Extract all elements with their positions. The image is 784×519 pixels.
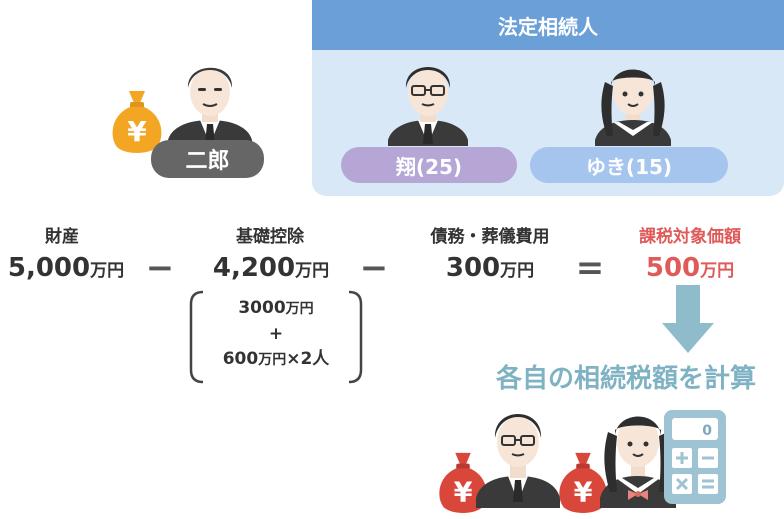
assets-amount: 5,000万円 — [0, 253, 132, 283]
yen-symbol: ¥ — [574, 477, 593, 508]
deduction-unit: 万円 — [295, 261, 330, 281]
deduction-value: 4,200 — [212, 253, 296, 283]
debts-amount: 300万円 — [420, 253, 560, 283]
heir-man-icon — [388, 67, 468, 146]
breakdown-bracket — [189, 290, 363, 384]
money-bag-icon: ¥ — [439, 452, 487, 513]
debts-label: 債務・葬儀費用 — [430, 227, 550, 247]
yen-symbol: ¥ — [454, 477, 473, 508]
breakdown-per-heir-value: 600 — [222, 349, 259, 369]
decedent-name-badge: 二郎 — [151, 140, 264, 178]
heir-girl-icon — [595, 69, 671, 146]
calculator-icon: 0 — [664, 410, 726, 504]
deduction-amount: 4,200万円 — [196, 253, 346, 283]
breakdown-base-unit: 万円 — [285, 301, 314, 317]
breakdown-per-heir-unit: 万円 — [258, 352, 287, 368]
debts-unit: 万円 — [500, 261, 535, 281]
assets-unit: 万円 — [90, 261, 125, 281]
breakdown-base: 3000万円 — [189, 294, 363, 323]
heirs-title: 法定相続人 — [312, 0, 784, 50]
minus-sign-2: − — [359, 248, 389, 288]
heir-sho-badge: 翔(25) — [341, 147, 517, 183]
breakdown-base-value: 3000 — [238, 298, 286, 318]
assets-value: 5,000 — [7, 253, 91, 283]
taxable-unit: 万円 — [700, 261, 735, 281]
yen-symbol: ¥ — [127, 115, 147, 148]
deduction-label: 基礎控除 — [236, 227, 304, 247]
money-bag-icon: ¥ — [559, 452, 607, 513]
next-step-text: 各自の相続税額を計算 — [496, 364, 757, 394]
heir-man-icon — [476, 414, 560, 508]
taxable-amount: 500万円 — [620, 253, 760, 283]
taxable-label: 課税対象価額 — [639, 227, 741, 247]
calculator-display: 0 — [702, 423, 712, 439]
decedent-man-icon — [168, 67, 252, 148]
breakdown-per-heir: 600万円×2人 — [189, 345, 363, 374]
minus-sign-1: − — [145, 248, 175, 288]
breakdown-per-heir-suffix: ×2人 — [286, 349, 330, 369]
breakdown-plus: + — [268, 324, 284, 344]
taxable-value: 500 — [645, 253, 701, 283]
debts-value: 300 — [445, 253, 501, 283]
assets-label: 財産 — [45, 227, 79, 247]
heir-yuki-badge: ゆき(15) — [530, 147, 728, 183]
equals-sign: = — [575, 248, 605, 288]
money-bag-icon: ¥ — [112, 91, 162, 153]
deduction-breakdown: 3000万円 + 600万円×2人 — [189, 290, 363, 384]
down-arrow-icon — [662, 285, 714, 353]
